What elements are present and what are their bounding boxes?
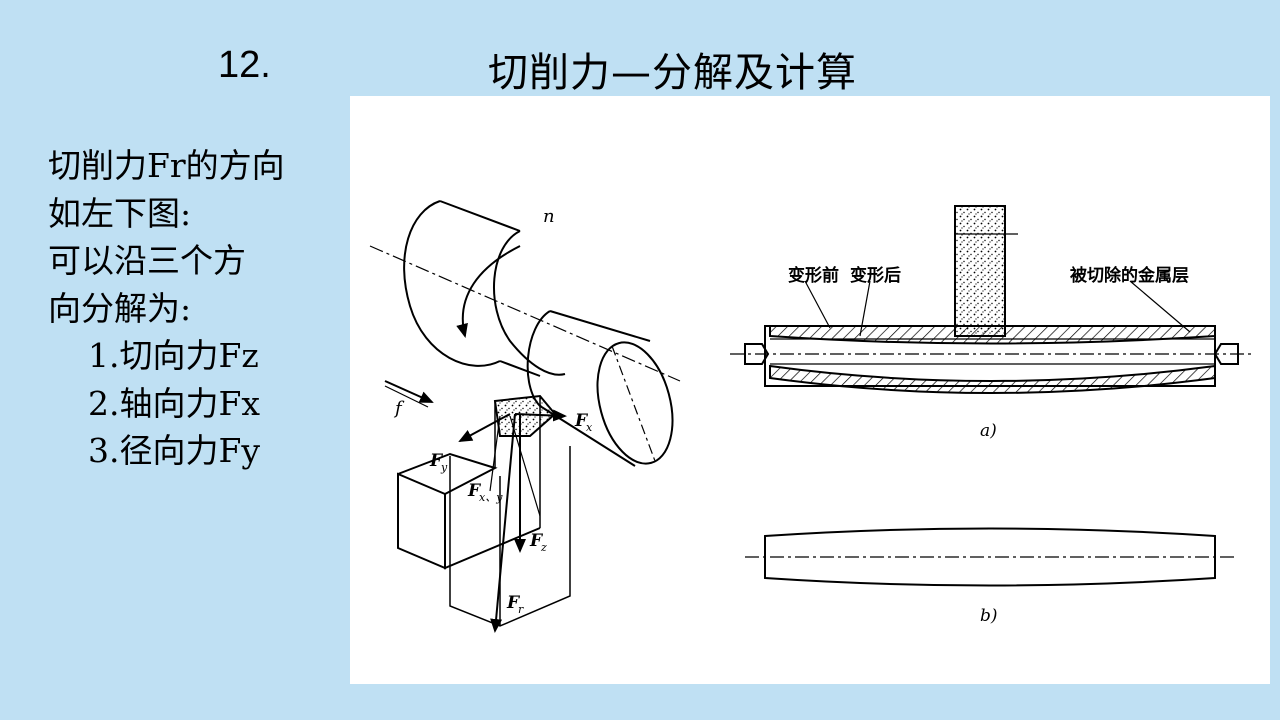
label-fy-sub: y <box>440 461 448 474</box>
label-after: 变形后 <box>850 265 901 286</box>
workpiece-shoulder <box>493 230 566 376</box>
workpiece-large-bottom <box>499 360 541 377</box>
turning-labels: n f F x F y F x、y F z F r <box>393 206 593 616</box>
workpiece-small-left <box>526 310 551 407</box>
label-fr-sub: r <box>518 603 524 616</box>
removed-layer-top <box>769 325 1216 345</box>
tool-side <box>397 472 446 570</box>
label-fx: F <box>574 411 589 431</box>
label-fy: F <box>429 451 444 471</box>
grinding-diagram-b <box>745 527 1235 587</box>
force-item-fy: 3.径向力Fy <box>88 431 261 470</box>
workpiece-small-top <box>549 310 651 342</box>
body-text: 切削力Fr的方向 如左下图: 可以沿三个方 向分解为: 1.切向力Fz 2.轴向… <box>48 142 285 475</box>
label-b: b) <box>980 606 998 626</box>
label-fxy: F <box>467 481 482 501</box>
workpiece-large-end <box>403 200 501 367</box>
body-line: 切削力Fr的方向 <box>48 146 285 185</box>
workpiece-large-top <box>439 200 521 232</box>
force-item-fx: 2.轴向力Fx <box>88 383 260 423</box>
feed-arrow <box>384 380 434 403</box>
leader-before <box>804 280 831 329</box>
force-fr-vector <box>490 413 516 633</box>
slide-number: 12. <box>218 44 271 86</box>
figure-panel: n f F x F y F x、y F z F r <box>350 96 1270 684</box>
label-f: f <box>393 398 405 419</box>
body-line: 向分解为: <box>48 288 192 328</box>
force-fxy-line <box>509 415 541 517</box>
grinding-labels-a: 变形前 变形后 被切除的金属层 a) <box>788 265 1189 441</box>
right-center <box>1213 343 1239 365</box>
body-line: 可以沿三个方 <box>48 241 246 280</box>
label-removed-layer: 被切除的金属层 <box>1070 265 1189 286</box>
axis-line <box>369 245 681 382</box>
force-fy-vector <box>458 413 511 442</box>
feed-arrow-tail <box>384 385 429 408</box>
label-fxy-sub: x、y <box>479 491 503 504</box>
slide-title: 切削力—分解及计算 <box>488 50 857 96</box>
rotation-arrow <box>456 245 521 338</box>
force-guide-line <box>489 415 501 492</box>
label-fr: F <box>506 593 521 613</box>
tool-top <box>397 452 498 495</box>
force-fx-vector <box>514 409 567 422</box>
label-n: n <box>543 206 555 227</box>
leader-removed <box>1129 280 1191 333</box>
label-before: 变形前 <box>788 265 839 286</box>
grinding-wheel <box>954 205 1006 337</box>
label-a: a) <box>980 421 997 441</box>
workpiece-end-face <box>596 341 674 465</box>
label-fz: F <box>529 531 544 551</box>
end-face-centerline <box>611 345 656 462</box>
grinding-diagram-a <box>730 205 1255 394</box>
figure-svg: n f F x F y F x、y F z F r <box>369 200 1255 633</box>
leader-after <box>859 280 871 337</box>
turning-diagram <box>369 200 681 633</box>
body-line: 如左下图: <box>48 193 192 233</box>
grinding-labels-b: b) <box>980 606 998 626</box>
tool-front <box>444 494 541 570</box>
label-fx-sub: x <box>586 421 593 434</box>
left-center <box>744 343 770 365</box>
removed-layer-bottom <box>769 364 1216 394</box>
barrel-workpiece <box>764 527 1216 587</box>
label-fz-sub: z <box>540 541 547 554</box>
force-item-fz: 1.切向力Fz <box>88 336 259 375</box>
